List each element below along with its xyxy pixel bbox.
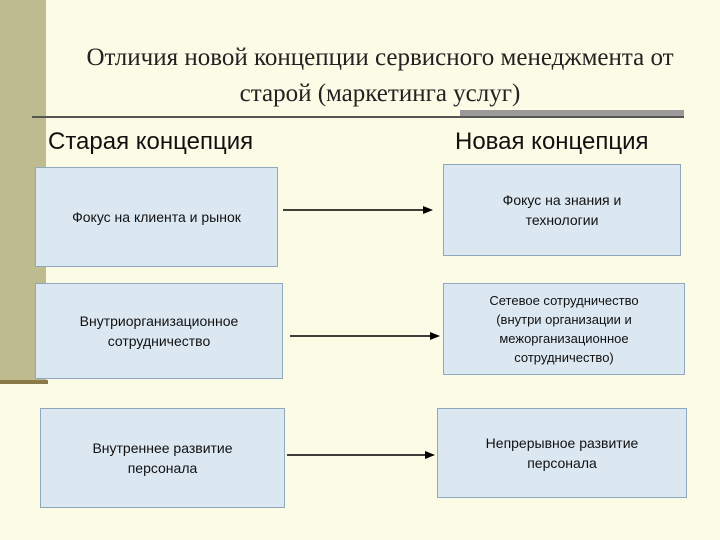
new-concept-box-2: Сетевое сотрудничество (внутри организац… — [443, 283, 685, 375]
sidebar-divider — [0, 380, 48, 384]
title-divider — [32, 116, 684, 118]
new-concept-heading: Новая концепция — [455, 128, 649, 155]
old-concept-box-2: Внутриорганизационное сотрудничество — [35, 283, 283, 379]
new-concept-box-1: Фокус на знания и технологии — [443, 164, 681, 256]
old-concept-box-1: Фокус на клиента и рынок — [35, 167, 278, 267]
old-concept-box-3: Внутреннее развитие персонала — [40, 408, 285, 508]
old-concept-heading: Старая концепция — [48, 128, 254, 155]
title-accent-rule — [460, 110, 684, 116]
new-concept-box-3: Непрерывное развитие персонала — [437, 408, 687, 498]
slide-title: Отличия новой концепции сервисного менед… — [86, 44, 674, 107]
